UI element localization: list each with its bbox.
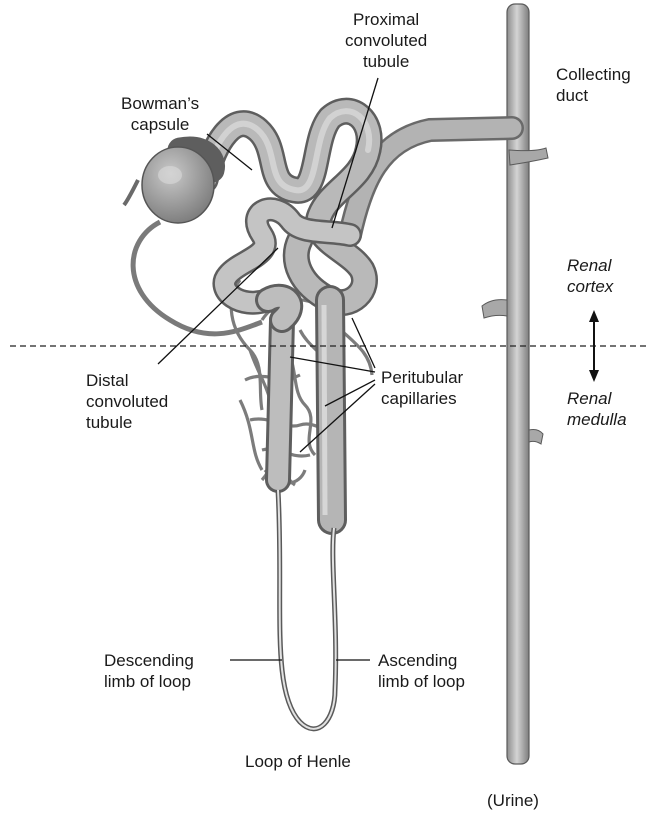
label-urine: (Urine) — [487, 790, 539, 811]
label-descending-limb: Descending limb of loop — [104, 650, 194, 692]
label-loop-of-henle: Loop of Henle — [245, 751, 351, 772]
ascending-limb — [324, 300, 332, 520]
label-renal-medulla: Renal medulla — [567, 388, 627, 430]
label-ascending-limb: Ascending limb of loop — [378, 650, 465, 692]
label-proximal-convoluted-tubule: Proximal convoluted tubule — [345, 9, 427, 72]
label-peritubular-capillaries: Peritubular capillaries — [381, 367, 463, 409]
label-distal-convoluted-tubule: Distal convoluted tubule — [86, 370, 168, 433]
label-bowmans-capsule: Bowman’s capsule — [121, 93, 199, 135]
label-collecting-duct: Collecting duct — [556, 64, 631, 106]
descending-limb — [268, 297, 290, 480]
label-renal-cortex: Renal cortex — [567, 255, 613, 297]
bowmans-capsule — [142, 147, 214, 223]
